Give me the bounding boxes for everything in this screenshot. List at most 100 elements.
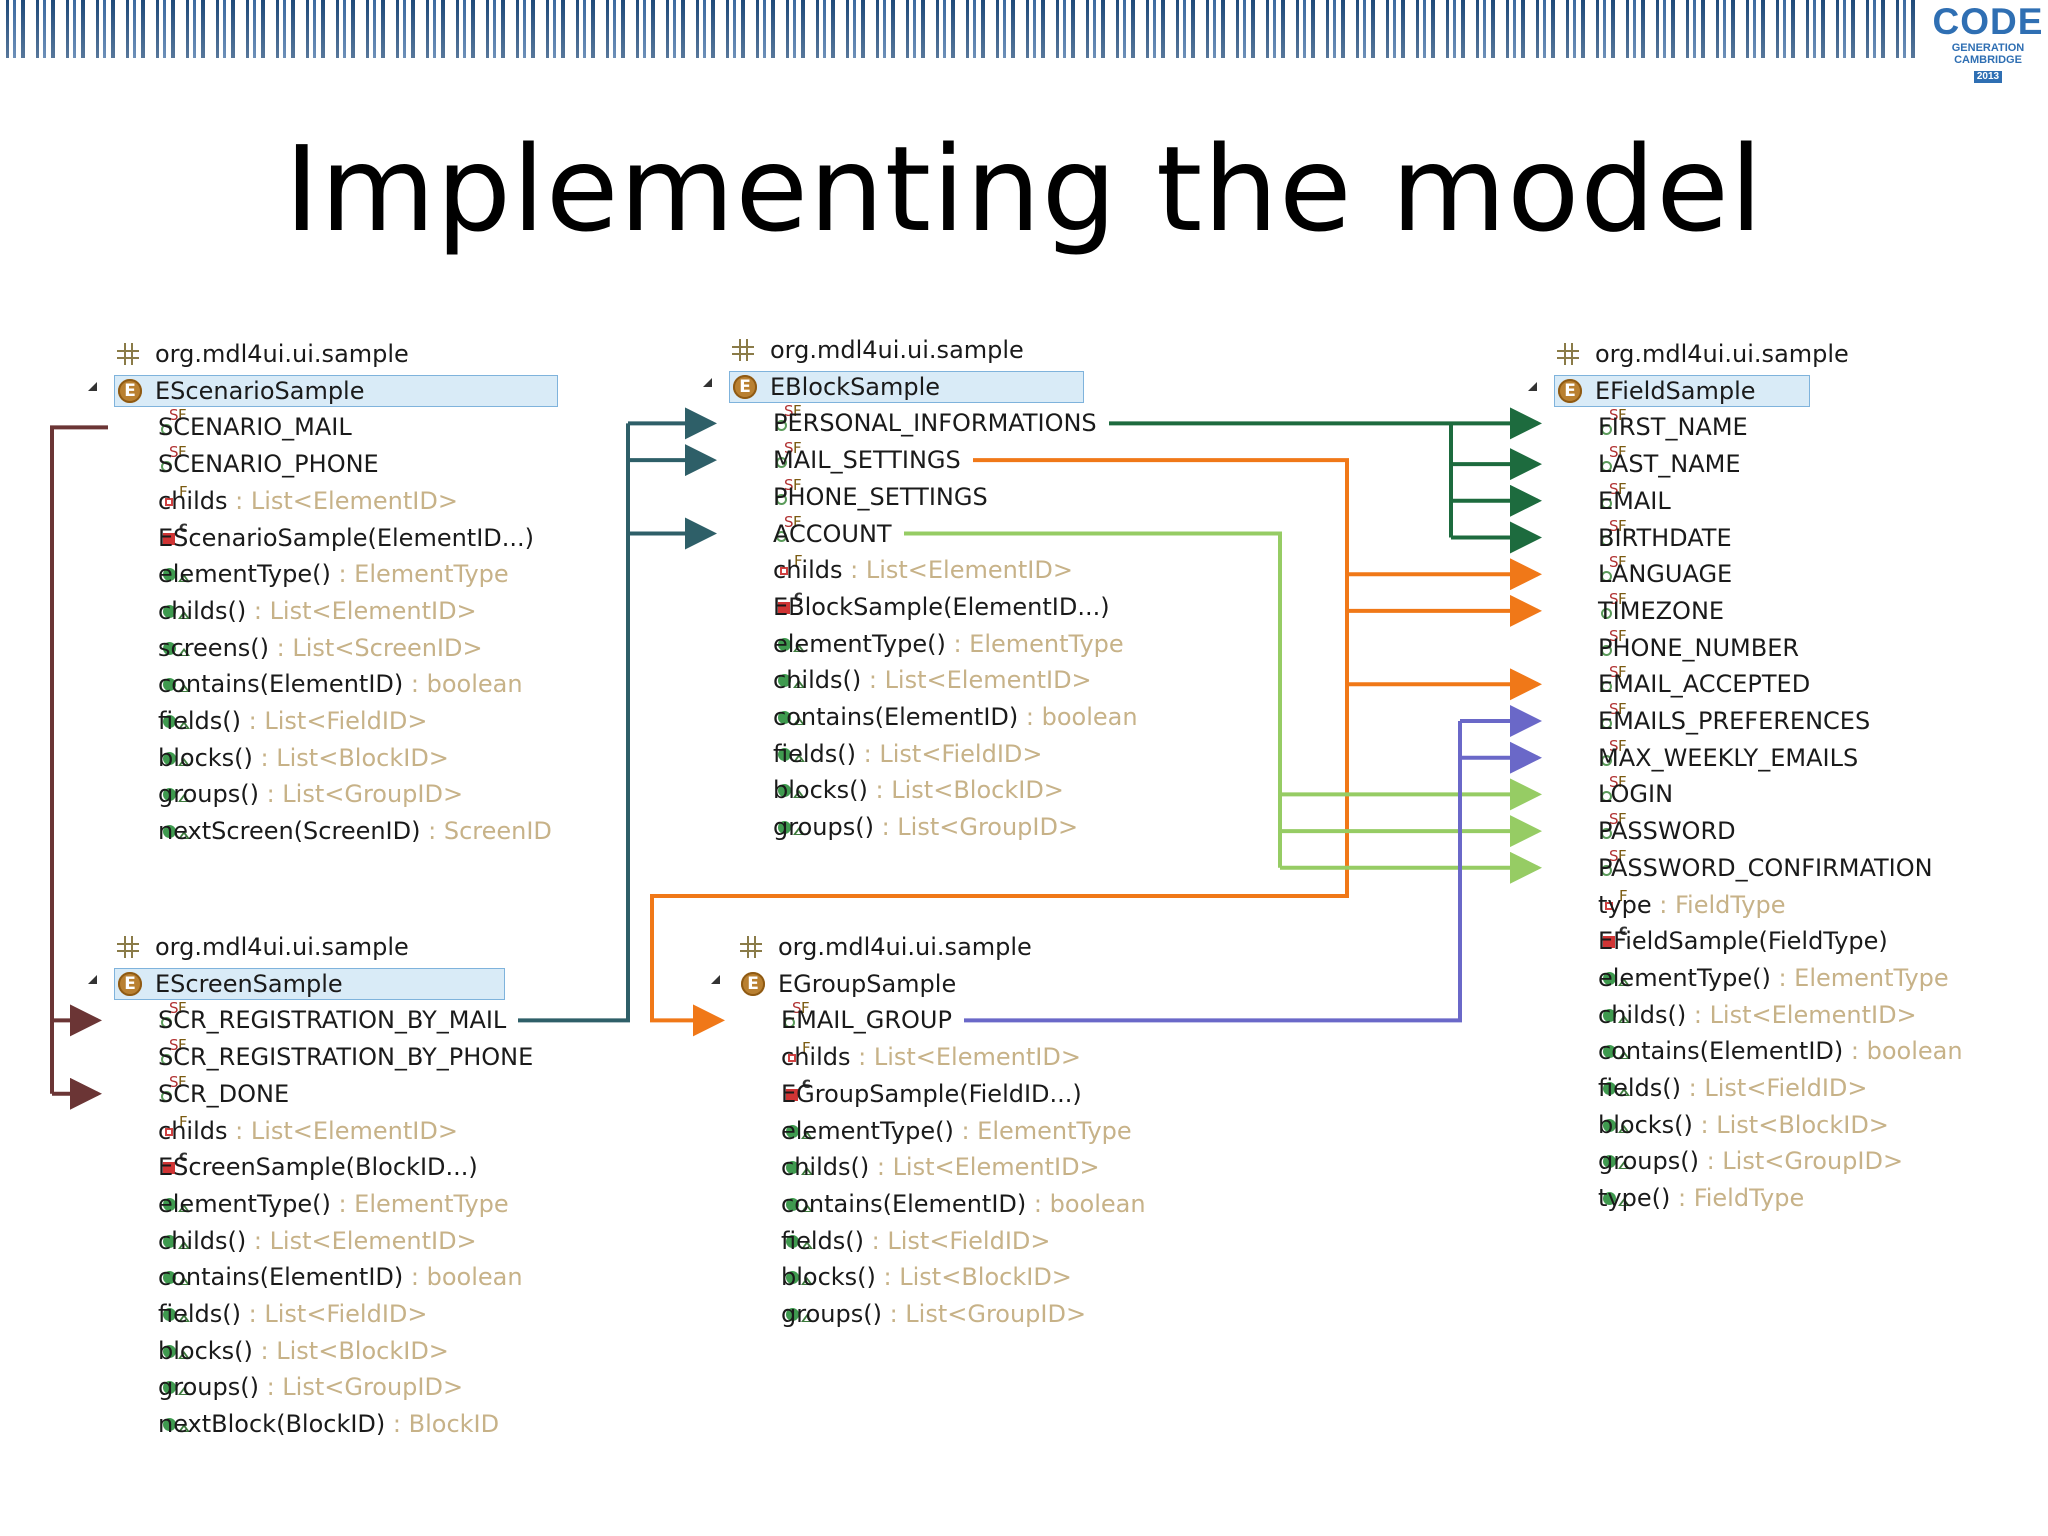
constructor-name: EBlockSample(ElementID...) [773,592,1110,621]
account-link [904,531,1282,868]
package-icon [117,936,139,958]
public-method-icon [786,1271,799,1285]
package-icon [740,936,762,958]
default-access-marker [1618,1161,1630,1170]
literal-name: MAIL_SETTINGS [773,446,961,475]
method-label: fields() : List<FieldID> [1598,1074,1868,1102]
default-access-marker [178,610,190,619]
public-method-icon [1603,1192,1616,1206]
default-access-marker [178,1240,190,1249]
scenario-link [50,425,108,1094]
literal-name: SCR_REGISTRATION_BY_PHONE [158,1043,534,1072]
public-method-icon [786,1234,799,1248]
default-access-marker [178,647,190,656]
method-name: elementType() [1598,963,1771,992]
method-return-type: List<FieldID> [264,707,428,735]
method-label: groups() : List<GroupID> [781,1300,1087,1328]
method-return-type: boolean [426,1263,523,1292]
method-return-type: boolean [1041,703,1138,731]
enum-icon: E [118,971,142,996]
literal-name: EMAIL [1598,486,1671,515]
expand-triangle-icon[interactable] [711,974,720,984]
method-label: elementType() : ElementType [773,629,1124,658]
constructor-icon [163,1162,175,1175]
package-name: org.mdl4ui.ui.sample [155,933,409,961]
expand-triangle-icon[interactable] [703,377,712,387]
public-method-icon [163,1344,176,1358]
enum-name: EScreenSample [155,969,343,998]
enum-icon: E [741,971,765,996]
default-access-marker [178,1424,190,1433]
expand-triangle-icon[interactable] [1528,381,1537,391]
final-marker: F [794,552,803,571]
constructor-name: EScenarioSample(ElementID...) [158,523,535,552]
method-label: nextBlock(BlockID) : BlockID [158,1410,500,1439]
package-icon [732,339,754,361]
public-method-icon [1603,1155,1616,1169]
method-name: childs() [781,1153,870,1182]
method-return-type: List<BlockID> [891,776,1064,805]
private-field-icon [1605,901,1613,910]
final-marker: F [179,482,188,501]
default-access-marker [1618,1198,1630,1207]
constructor-marker: c [794,586,803,605]
literal-name: LAST_NAME [1598,450,1741,479]
method-name: fields() [1598,1074,1682,1102]
method-name: contains(ElementID) [1598,1037,1844,1066]
default-access-marker [801,1203,813,1212]
method-label: elementType() : ElementType [1598,963,1949,992]
method-return-type: List<GroupID> [282,780,464,809]
method-label: elementType() : ElementType [158,560,509,589]
method-return-type: List<BlockID> [899,1263,1072,1292]
literal-name: PERSONAL_INFORMATIONS [773,409,1097,438]
public-method-icon [1603,1008,1616,1022]
method-return-type: List<GroupID> [282,1373,464,1402]
method-return-type: boolean [426,670,523,699]
literal-name: PHONE_SETTINGS [773,482,988,511]
default-access-marker [1618,1014,1630,1023]
group-link [964,721,1462,1023]
method-name: groups() [158,1373,259,1402]
method-name: blocks() [773,776,868,805]
method-name: contains(ElementID) [773,703,1019,731]
method-return-type: ElementType [354,560,509,589]
selection-highlight [729,370,1084,403]
method-return-type: List<ElementID> [1709,1000,1917,1029]
public-method-icon [778,637,791,651]
literal-name: SCENARIO_PHONE [158,450,379,479]
literal-name: EMAIL_GROUP [781,1006,952,1035]
method-label: groups() : List<GroupID> [1598,1147,1904,1176]
literal-name: PASSWORD_CONFIRMATION [1598,853,1933,882]
public-method-icon [163,1418,176,1432]
default-access-marker [178,1387,190,1396]
method-return-type: List<ElementID> [269,1226,477,1255]
method-return-type: boolean [1049,1189,1146,1218]
method-label: blocks() : List<BlockID> [158,1336,449,1365]
expand-triangle-icon[interactable] [88,381,97,391]
public-method-icon [163,1308,176,1321]
enum-icon: E [1558,378,1582,403]
field-label: childs : List<ElementID> [781,1043,1081,1072]
final-marker: F [802,1039,811,1058]
field-name: childs [773,556,843,585]
method-label: childs() : List<ElementID> [781,1153,1100,1182]
enum-name: EScenarioSample [155,376,365,405]
literal-name: PHONE_NUMBER [1598,633,1800,662]
public-method-icon [163,715,176,728]
method-label: blocks() : List<BlockID> [158,743,449,772]
enum-name: EBlockSample [770,372,941,401]
public-method-icon [163,825,176,839]
field-label: childs : List<ElementID> [158,486,458,515]
default-access-marker [178,574,190,583]
method-name: nextBlock(BlockID) [158,1410,386,1439]
literal-name: BIRTHDATE [1598,523,1732,552]
expand-triangle-icon[interactable] [88,974,97,984]
code-generation-logo: CODE GENERATION CAMBRIDGE 2013 [1932,1,2044,83]
